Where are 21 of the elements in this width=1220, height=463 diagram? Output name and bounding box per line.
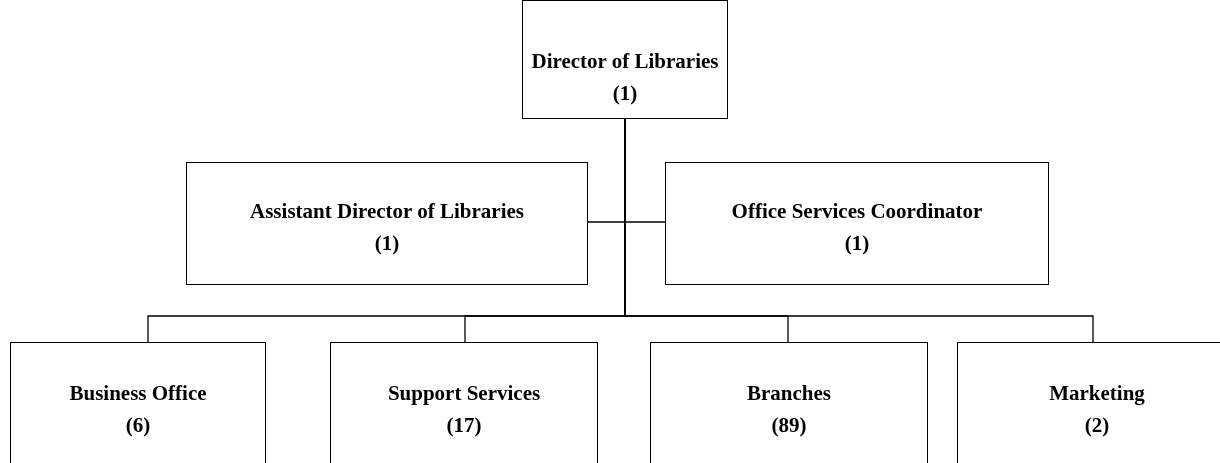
role-title: Business Office <box>69 380 207 407</box>
staff-count: (1) <box>612 80 638 107</box>
role-title: Marketing <box>1049 380 1145 407</box>
org-box <box>522 0 728 119</box>
staff-count: (2) <box>1084 412 1110 439</box>
role-title: Director of Libraries <box>531 48 719 75</box>
role-title: Branches <box>747 380 831 407</box>
role-title: Support Services <box>387 380 541 407</box>
org-box <box>957 342 1220 463</box>
org-box <box>186 162 588 285</box>
org-box <box>650 342 928 463</box>
staff-count: (1) <box>844 230 870 257</box>
org-box <box>330 342 598 463</box>
staff-count: (89) <box>771 412 807 439</box>
staff-count: (1) <box>374 230 400 257</box>
org-box <box>10 342 266 463</box>
staff-count: (17) <box>446 412 482 439</box>
org-box <box>665 162 1049 285</box>
role-title: Assistant Director of Libraries <box>250 198 524 225</box>
role-title: Office Services Coordinator <box>731 198 983 225</box>
staff-count: (6) <box>125 412 151 439</box>
